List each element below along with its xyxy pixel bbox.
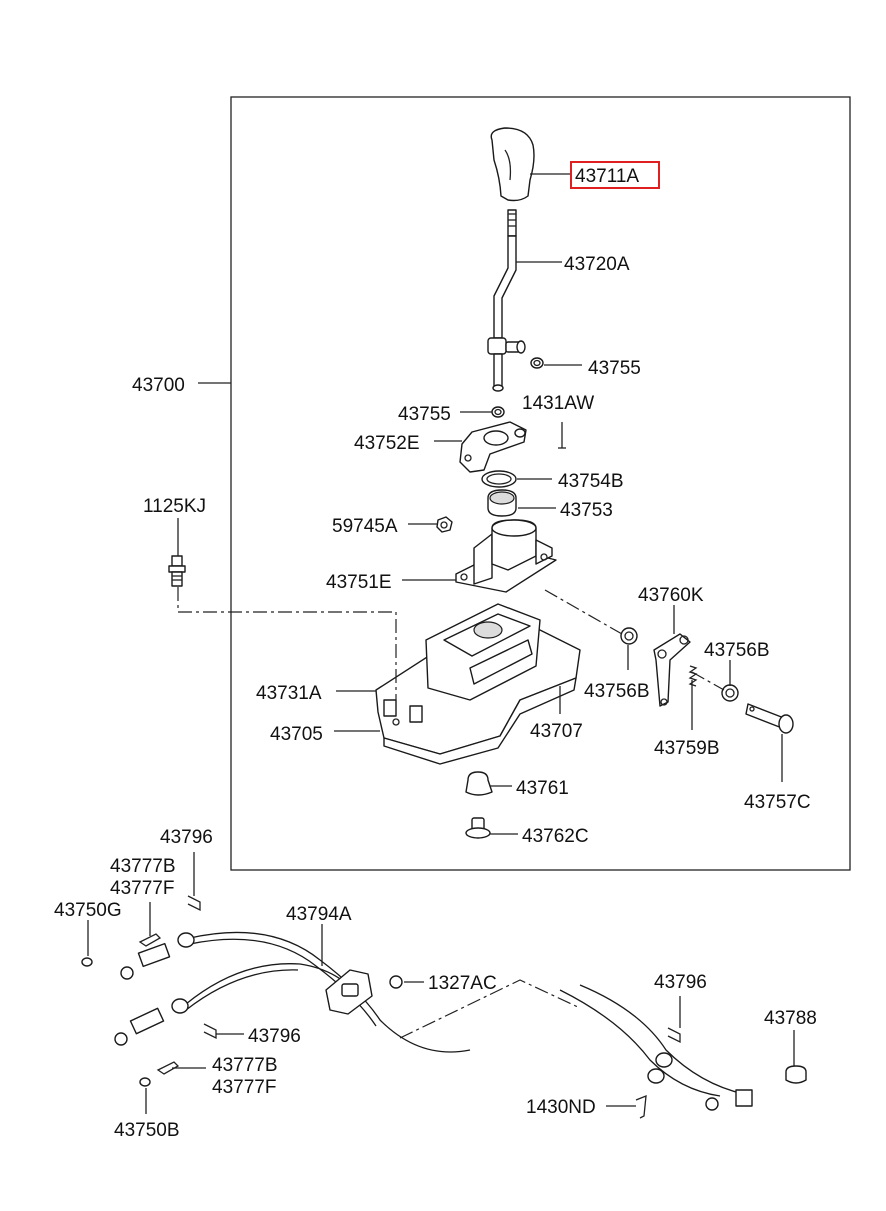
label-43762C[interactable]: 43762C bbox=[522, 826, 589, 847]
clip-43796-mid[interactable] bbox=[203, 1023, 217, 1040]
label-43796-right[interactable]: 43796 bbox=[654, 972, 707, 993]
label-43751E[interactable]: 43751E bbox=[326, 572, 392, 593]
guide-base-to-lever bbox=[544, 589, 623, 635]
label-43760K[interactable]: 43760K bbox=[638, 585, 704, 606]
label-43700[interactable]: 43700 bbox=[132, 375, 185, 396]
label-43755-right[interactable]: 43755 bbox=[588, 358, 641, 379]
guide-lever-to-pin bbox=[691, 671, 725, 691]
ring-43754B[interactable] bbox=[481, 470, 517, 488]
highlight-box bbox=[570, 161, 660, 189]
washer-43750G[interactable] bbox=[81, 957, 93, 967]
cable-assembly-43794A[interactable] bbox=[114, 931, 753, 1111]
label-43720A[interactable]: 43720A bbox=[564, 254, 630, 275]
lever-43760K[interactable] bbox=[653, 633, 691, 707]
clip-43777B-bottom[interactable] bbox=[156, 1061, 180, 1075]
pin-1431AW[interactable] bbox=[558, 422, 566, 449]
bushing-43755-left[interactable] bbox=[491, 406, 505, 418]
label-43752E[interactable]: 43752E bbox=[354, 433, 420, 454]
shift-knob-part[interactable] bbox=[490, 127, 535, 202]
label-43788[interactable]: 43788 bbox=[764, 1008, 817, 1029]
bushing-43756B-left[interactable] bbox=[620, 627, 638, 645]
label-43753[interactable]: 43753 bbox=[560, 500, 613, 521]
label-43756B-left[interactable]: 43756B bbox=[584, 681, 650, 702]
label-43796-mid[interactable]: 43796 bbox=[248, 1026, 301, 1047]
label-1125KJ[interactable]: 1125KJ bbox=[143, 496, 206, 517]
assembly-frame bbox=[230, 96, 851, 871]
bushing-43753[interactable] bbox=[487, 489, 517, 517]
bushing-43756B-right[interactable] bbox=[721, 684, 739, 702]
label-43777F-bottom[interactable]: 43777F bbox=[212, 1077, 276, 1098]
clip-43777B-top[interactable] bbox=[138, 933, 162, 947]
pin-43757C[interactable] bbox=[745, 703, 794, 734]
nut-59745A[interactable] bbox=[436, 516, 453, 533]
nut-1327AC[interactable] bbox=[389, 975, 403, 989]
label-43755-left[interactable]: 43755 bbox=[398, 404, 451, 425]
bushing-43755-right[interactable] bbox=[530, 357, 544, 369]
label-43750G[interactable]: 43750G bbox=[54, 900, 122, 921]
label-43777B-top[interactable]: 43777B bbox=[110, 856, 176, 877]
grommet-43761[interactable] bbox=[465, 771, 493, 796]
label-43777F-top[interactable]: 43777F bbox=[110, 878, 174, 899]
label-1327AC[interactable]: 1327AC bbox=[428, 973, 497, 994]
label-43711A[interactable]: 43711A bbox=[575, 166, 639, 187]
washer-43750B[interactable] bbox=[139, 1077, 151, 1087]
label-43705[interactable]: 43705 bbox=[270, 724, 323, 745]
label-43750B[interactable]: 43750B bbox=[114, 1120, 180, 1141]
clip-43796-right[interactable] bbox=[667, 1027, 681, 1044]
label-43761[interactable]: 43761 bbox=[516, 778, 569, 799]
label-59745A[interactable]: 59745A bbox=[332, 516, 398, 537]
label-43757C[interactable]: 43757C bbox=[744, 792, 811, 813]
housing-43751E[interactable] bbox=[455, 519, 557, 593]
label-1431AW[interactable]: 1431AW bbox=[522, 393, 594, 414]
spring-43759B[interactable] bbox=[688, 665, 698, 687]
label-43731A[interactable]: 43731A bbox=[256, 683, 322, 704]
clip-43796-top[interactable] bbox=[187, 895, 201, 912]
label-43777B-bottom[interactable]: 43777B bbox=[212, 1055, 278, 1076]
label-43707[interactable]: 43707 bbox=[530, 721, 583, 742]
shifter-base-assembly[interactable] bbox=[375, 603, 581, 765]
label-43756B-right[interactable]: 43756B bbox=[704, 640, 770, 661]
bolt-1125KJ[interactable] bbox=[168, 555, 186, 587]
guide-cable-to-bracket bbox=[399, 979, 581, 1039]
guide-bolt-to-base bbox=[177, 587, 397, 700]
label-43794A[interactable]: 43794A bbox=[286, 904, 352, 925]
label-43759B[interactable]: 43759B bbox=[654, 738, 720, 759]
label-1430ND[interactable]: 1430ND bbox=[526, 1097, 596, 1118]
grommet-43762C[interactable] bbox=[465, 817, 491, 839]
shift-lever-part[interactable] bbox=[487, 209, 526, 392]
label-43796-top[interactable]: 43796 bbox=[160, 827, 213, 848]
bracket-43752E[interactable] bbox=[459, 421, 527, 473]
bushing-43788[interactable] bbox=[785, 1065, 807, 1084]
clip-1430ND[interactable] bbox=[635, 1094, 647, 1119]
label-43754B[interactable]: 43754B bbox=[558, 471, 624, 492]
leader-lines bbox=[87, 173, 795, 1114]
